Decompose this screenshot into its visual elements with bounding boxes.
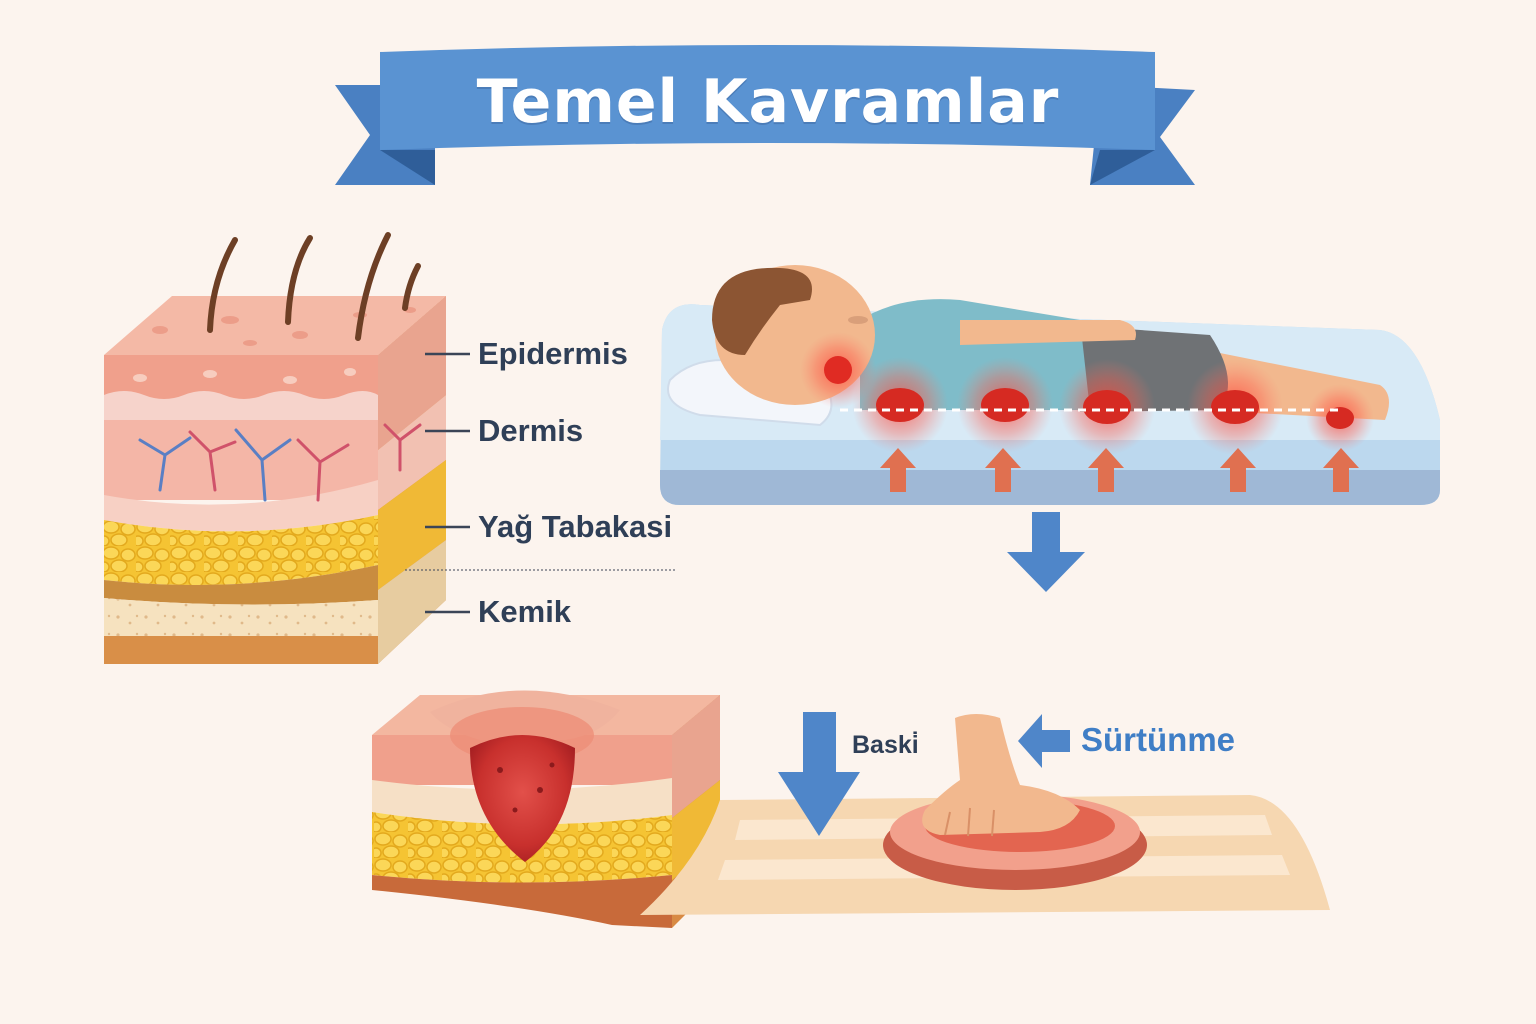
friction-arrow-icon [1018,714,1070,768]
label-dermis: Dermis [478,413,584,448]
label-epidermis: Epidermis [478,336,628,371]
page-title: Temel Kavramlar [476,67,1060,137]
patient-on-mattress [660,265,1440,505]
label-fat-layer: Yağ Tabakasi [478,509,673,544]
pressure-arrow-icon [778,712,860,836]
title-banner [335,45,1195,185]
upward-force-arrow-icon [880,448,1359,492]
skin-cross-section [104,232,676,664]
pressure-ulcer-section [372,690,720,928]
label-friction: Sürtünme [1081,721,1236,758]
down-arrow-icon [1007,512,1085,592]
label-pressure: Baski̇ [852,731,919,759]
label-bone: Kemik [478,594,572,629]
